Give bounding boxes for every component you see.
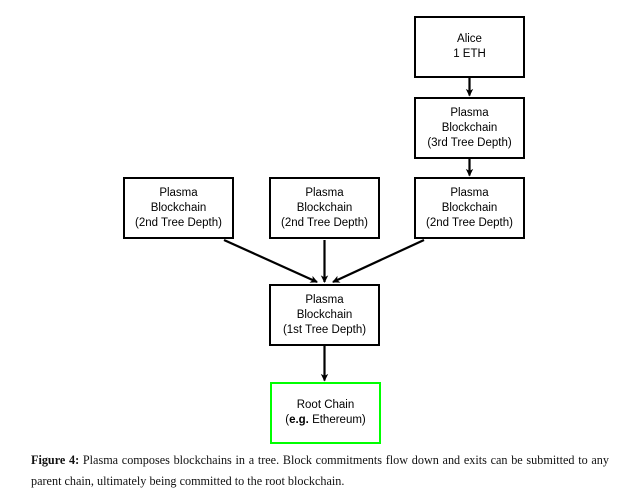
root-chain-line-1: Root Chain <box>296 399 355 411</box>
alice-node-line-2: 1 ETH <box>453 48 486 60</box>
alice-node: Alice 1 ETH <box>414 16 525 78</box>
plasma-2nd-center-line-2: Blockchain <box>296 201 353 214</box>
alice-node-line-1: Alice <box>457 33 482 45</box>
plasma-1st-line-2: Blockchain <box>296 308 353 321</box>
plasma-2nd-left-line-2: Blockchain <box>150 201 207 214</box>
plasma-2nd-center-line-1: Plasma <box>305 186 344 199</box>
plasma-2nd-right-line-1: Plasma <box>450 186 489 199</box>
root-chain-node: Root Chain (e.g. Ethereum) <box>270 382 381 444</box>
plasma-blockchain-2nd-depth-right-node: Plasma Blockchain (2nd Tree Depth) <box>414 177 525 239</box>
plasma-blockchain-2nd-depth-left-node: Plasma Blockchain (2nd Tree Depth) <box>123 177 234 239</box>
plasma-3rd-line-2: Blockchain <box>441 121 498 134</box>
plasma-blockchain-1st-depth-node: Plasma Blockchain (1st Tree Depth) <box>269 284 380 346</box>
edge-plasma-2nd-right-to-plasma-1st <box>332 239 425 283</box>
root-chain-eg-emphasis: e.g. <box>289 414 309 426</box>
plasma-1st-line-1: Plasma <box>305 293 344 306</box>
plasma-2nd-center-line-3: (2nd Tree Depth) <box>281 216 368 229</box>
figure-caption-text: Plasma composes blockchains in a tree. B… <box>31 453 609 488</box>
plasma-2nd-right-line-2: Blockchain <box>441 201 498 214</box>
plasma-blockchain-2nd-depth-center-node: Plasma Blockchain (2nd Tree Depth) <box>269 177 380 239</box>
plasma-blockchain-3rd-depth-node: Plasma Blockchain (3rd Tree Depth) <box>414 97 525 159</box>
edge-plasma-2nd-left-to-plasma-1st <box>223 238 318 284</box>
plasma-3rd-line-3: (3rd Tree Depth) <box>427 136 512 149</box>
figure-caption: Figure 4: Plasma composes blockchains in… <box>31 450 609 491</box>
plasma-2nd-left-line-3: (2nd Tree Depth) <box>135 216 222 229</box>
plasma-3rd-line-1: Plasma <box>450 106 489 119</box>
diagram-edges-layer <box>223 78 474 382</box>
plasma-2nd-right-line-3: (2nd Tree Depth) <box>426 216 513 229</box>
plasma-1st-line-3: (1st Tree Depth) <box>282 323 367 336</box>
plasma-2nd-left-line-1: Plasma <box>159 186 198 199</box>
root-chain-line-2: (e.g. Ethereum) <box>285 414 366 426</box>
figure-caption-label: Figure 4: <box>31 453 80 467</box>
